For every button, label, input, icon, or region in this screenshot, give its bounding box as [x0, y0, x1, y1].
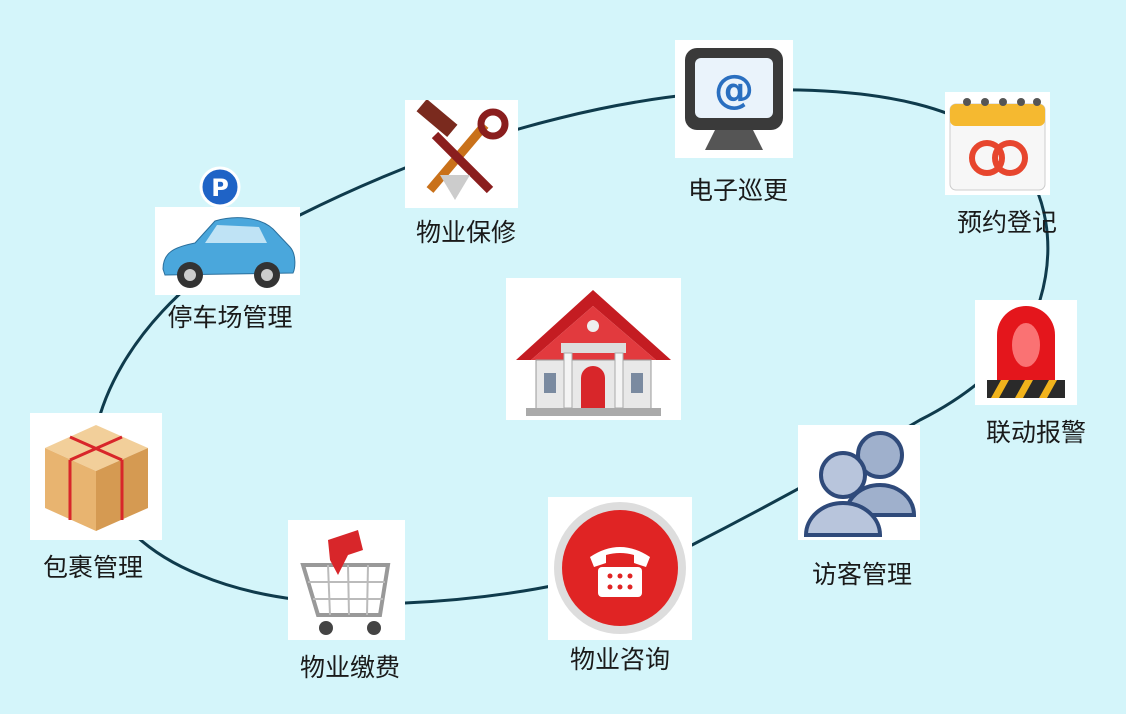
center-house: [506, 278, 681, 420]
svg-text:P: P: [211, 174, 229, 202]
node-label: 包裹管理: [42, 553, 144, 582]
telephone-icon: [548, 497, 692, 640]
node-label: 停车场管理: [167, 303, 293, 332]
node-label: 访客管理: [811, 560, 913, 589]
car-parking-icon: [155, 207, 300, 295]
tools-icon: [405, 100, 518, 208]
node-label: 物业保修: [415, 218, 517, 247]
svg-text:@: @: [714, 67, 754, 113]
node-label: 联动报警: [985, 418, 1087, 447]
package-icon: [30, 413, 162, 540]
node-label: 物业缴费: [299, 653, 401, 682]
shopping-cart-icon: [288, 520, 405, 640]
users-icon: [798, 425, 920, 540]
calendar-icon: [945, 92, 1050, 195]
node-label: 物业咨询: [569, 645, 671, 674]
alarm-light-icon: [975, 300, 1077, 405]
node-label: 预约登记: [956, 208, 1058, 237]
node-label: 电子巡更: [687, 176, 789, 205]
house-icon: [516, 290, 671, 416]
monitor-at-icon: @: [675, 40, 793, 158]
parking-badge: P: [196, 165, 244, 209]
